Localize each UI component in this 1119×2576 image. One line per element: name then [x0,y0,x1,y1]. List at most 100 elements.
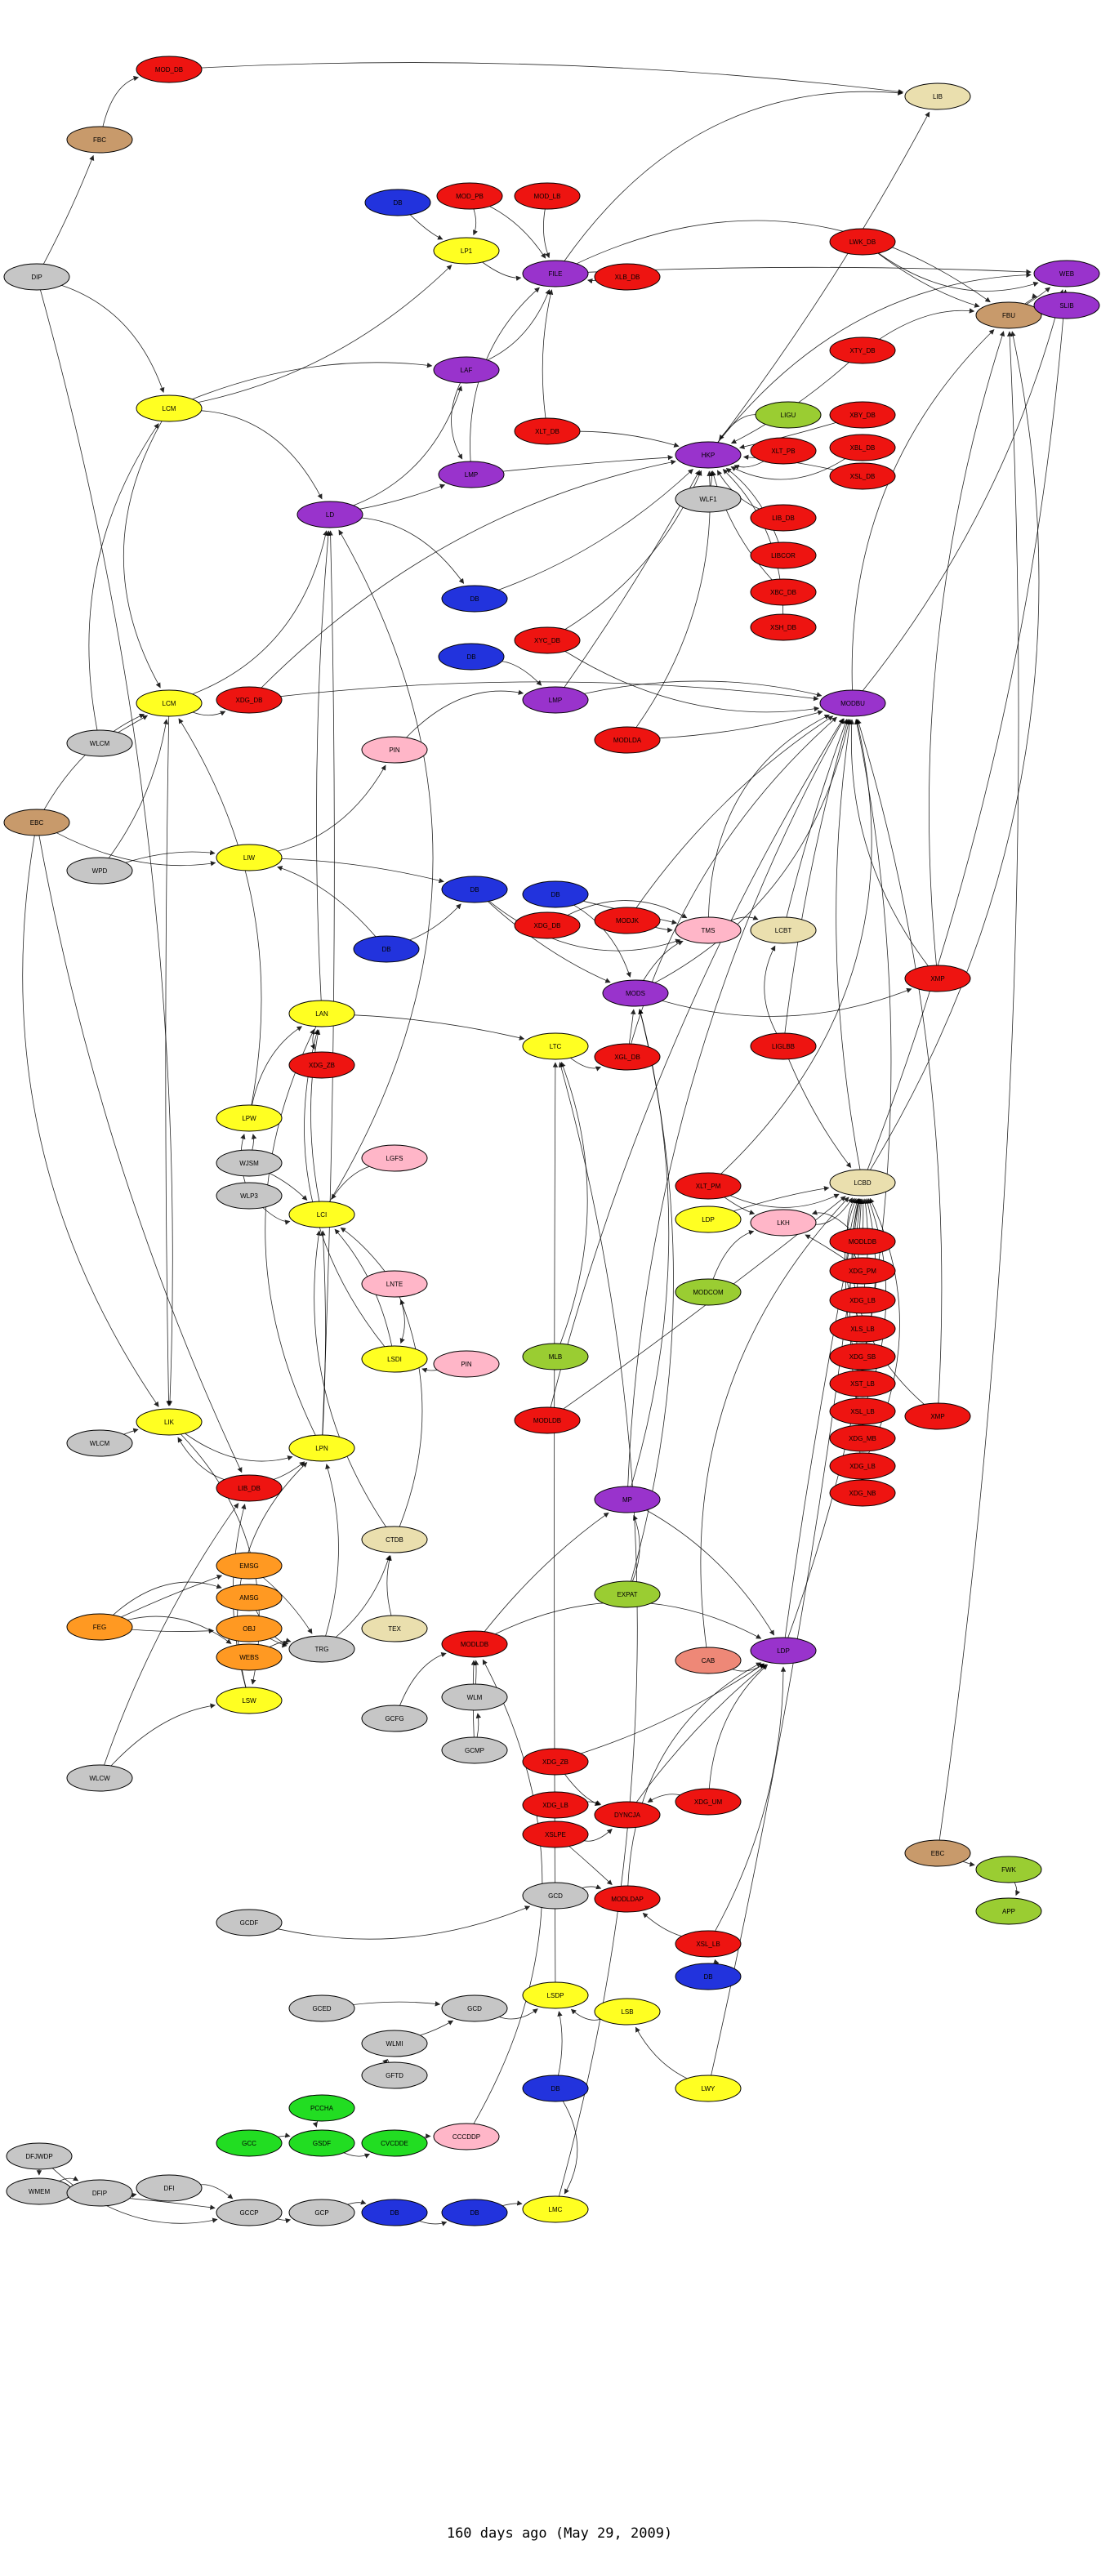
graph-edge [277,866,377,938]
node-label: LSDI [387,1356,402,1363]
graph-edge [712,1230,755,1280]
graph-node-n106-wlcw: WLCW [66,1764,133,1792]
graph-edge [635,2026,688,2079]
node-ellipse [829,1315,896,1343]
graph-edge [543,208,551,259]
graph-edge [125,849,216,863]
node-label: LAN [315,1010,328,1018]
node-label: LIK [164,1419,175,1426]
graph-edge [354,1014,525,1041]
graph-node-n103-wlm: WLM [441,1683,508,1711]
node-ellipse [904,82,971,110]
graph-edge [562,2101,578,2195]
node-label: WLP3 [240,1192,258,1200]
node-ellipse [675,1206,742,1233]
graph-node-n51-db: DB [353,935,420,963]
graph-edge [399,1652,447,1706]
node-ellipse [675,916,742,944]
graph-node-n140-db: DB [441,2199,508,2226]
graph-node-n76-xdg-lb: XDG_LB [829,1452,896,1480]
node-label: MODLDB [849,1238,876,1246]
node-ellipse [594,1998,661,2026]
graph-edge [110,1703,216,1767]
node-ellipse [829,1343,896,1370]
node-ellipse [904,965,971,992]
graph-node-n30-xsh-db: XSH_DB [750,613,817,641]
node-ellipse [594,263,661,291]
graph-edge [557,2011,563,2076]
graph-edge [487,289,551,361]
node-ellipse [6,2142,73,2170]
node-label: MOD_PB [456,193,484,200]
node-ellipse [522,1882,589,1910]
node-label: LPW [242,1115,256,1122]
graph-edge [353,386,462,506]
graph-node-n1-mod-db: MOD_DB [136,56,203,83]
node-ellipse [216,2199,283,2226]
graph-edge [1024,293,1038,305]
node-ellipse [522,686,589,714]
graph-edge [340,1227,386,1272]
graph-edge [269,1638,292,1647]
graph-edge [700,1197,849,1648]
graph-node-n47-xdg-db: XDG_DB [514,911,581,939]
graph-node-n54-lan: LAN [288,1000,355,1027]
graph-edge [316,530,332,1001]
graph-edge [867,289,1068,1170]
graph-edge [805,1234,846,1260]
graph-edge [643,940,684,981]
graph-edge [570,2008,601,2021]
node-ellipse [904,1402,971,1430]
graph-edge [730,458,846,480]
node-label: EBC [931,1850,945,1857]
node-ellipse [441,1736,508,1764]
graph-edge [564,651,820,713]
graph-edge [646,1509,774,1636]
node-ellipse [3,809,70,836]
graph-node-n26-xlt-pb: XLT_PB [750,437,817,465]
node-label: LCBT [775,927,792,934]
node-ellipse [136,2174,203,2202]
node-ellipse [433,2123,500,2150]
node-label: SLIB [1059,302,1073,310]
graph-edge [725,468,779,543]
node-label: PIN [389,747,400,754]
node-label: LWY [702,2085,716,2092]
node-label: MODBU [840,700,865,707]
graph-node-n41-modlda: MODLDA [594,726,661,754]
node-label: MODLDAP [611,1896,644,1903]
node-ellipse [66,1613,133,1641]
graph-edge [361,517,465,584]
node-ellipse [1033,292,1100,319]
graph-edge [815,1197,853,1225]
graph-node-n111-xslpe: XSLPE [522,1821,589,1848]
node-ellipse [66,857,133,885]
node-label: LPN [315,1445,328,1452]
node-ellipse [66,1429,133,1457]
graph-edge [177,1437,225,1480]
graph-edge [322,530,335,1436]
node-ellipse [594,726,661,754]
node-label: XSL_DB [850,473,876,480]
graph-edge [586,1800,602,1806]
node-ellipse [522,2075,589,2102]
graph-edge [343,2152,370,2159]
graph-node-n48-modjk: MODJK [594,907,661,934]
graph-edge [849,719,929,966]
node-ellipse [829,401,896,429]
graph-edge [409,214,444,240]
node-label: XSL_LB [850,1408,874,1415]
node-ellipse [594,1043,661,1071]
node-label: LP1 [461,247,473,255]
graph-node-n39-wlcm: WLCM [66,729,133,757]
graph-edge [251,1134,257,1151]
graph-edge [489,206,546,259]
node-ellipse [441,876,508,903]
graph-edge [550,718,844,1408]
node-ellipse [675,1930,742,1958]
graph-edge [261,459,676,689]
graph-node-n80-lsdi: LSDI [361,1345,428,1373]
graph-edge [192,362,433,400]
graph-edge [38,835,243,1473]
node-label: XDG_NB [849,1490,876,1497]
